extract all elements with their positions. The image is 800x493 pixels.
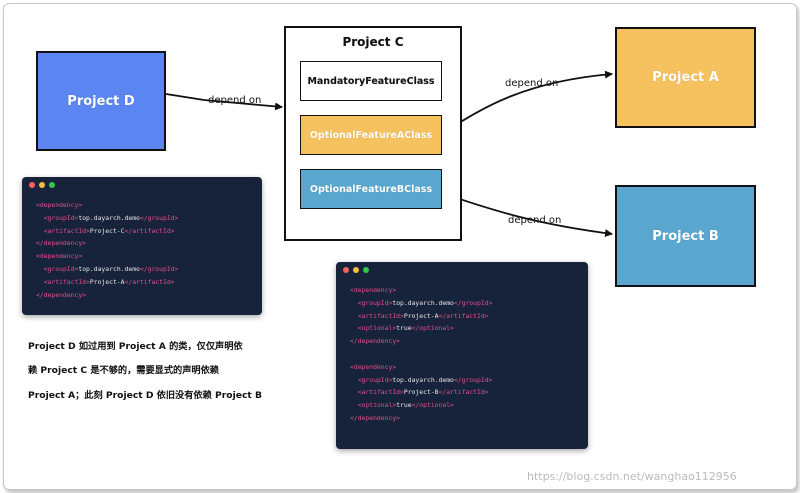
- code-indent: [350, 401, 358, 409]
- explanation-line: Project D 如过用到 Project A 的类，仅仅声明依: [28, 341, 243, 352]
- code-tag: <artifactId>: [357, 311, 404, 320]
- code-body: <dependency> <groupId>top.dayarch.demo</…: [350, 284, 492, 425]
- window-controls: [343, 267, 369, 273]
- window-controls: [29, 182, 55, 188]
- code-line: <optional>true</optional>: [350, 322, 492, 335]
- code-indent: [36, 278, 44, 286]
- code-tag: <dependency>: [36, 252, 83, 261]
- code-line: <groupId>top.dayarch.demo</groupId>: [350, 374, 493, 387]
- code-line: </dependency>: [36, 237, 178, 250]
- code-tag: </optional>: [411, 324, 454, 333]
- close-dot-icon: [29, 182, 35, 188]
- code-line: </dependency>: [350, 335, 492, 348]
- maximize-dot-icon: [49, 182, 55, 188]
- project-b-node: Project B: [615, 185, 756, 287]
- code-tag: <dependency>: [350, 362, 397, 371]
- code-indent: [36, 227, 44, 235]
- minimize-dot-icon: [39, 182, 45, 188]
- code-value: true: [396, 401, 412, 410]
- code-line: <artifactId>Project-A</artifactId>: [36, 276, 178, 289]
- code-line: </dependency>: [36, 289, 178, 302]
- code-line: <artifactId>Project-A</artifactId>: [350, 310, 492, 323]
- code-indent: [350, 299, 358, 307]
- code-tag: </dependency>: [36, 290, 87, 299]
- code-tag: </groupId>: [139, 213, 179, 222]
- code-tag: </groupId>: [453, 375, 493, 384]
- code-tag: <artifactId>: [43, 277, 90, 286]
- code-value: top.dayarch.demo: [392, 375, 454, 384]
- code-line: <dependency>: [350, 361, 492, 374]
- code-tag: <groupId>: [43, 264, 79, 273]
- code-tag: <groupId>: [357, 298, 393, 307]
- code-indent: [36, 265, 44, 273]
- code-indent: [350, 388, 358, 396]
- code-tag: </artifactId>: [438, 311, 489, 320]
- code-tag: <groupId>: [43, 213, 79, 222]
- edge-label-d-to-c: depend on: [208, 95, 262, 106]
- code-tag: </dependency>: [36, 239, 87, 248]
- minimize-dot-icon: [353, 267, 359, 273]
- code-line: <groupId>top.dayarch.demo</groupId>: [36, 263, 179, 276]
- code-tag: <artifactId>: [357, 388, 404, 397]
- code-tag: </artifactId>: [438, 388, 489, 397]
- code-indent: [350, 312, 358, 320]
- code-snippet-project-d: <dependency> <groupId>top.dayarch.demo</…: [22, 177, 262, 315]
- code-tag: </dependency>: [350, 337, 401, 346]
- code-line: [350, 348, 492, 361]
- code-line: <groupId>top.dayarch.demo</groupId>: [350, 297, 493, 310]
- code-tag: <groupId>: [357, 375, 393, 384]
- code-indent: [350, 376, 358, 384]
- explanation-line: Project A；此刻 Project D 依旧没有依赖 Project B: [28, 390, 263, 401]
- code-value: Project-A: [403, 311, 439, 320]
- project-c-node: Project C MandatoryFeatureClass Optional…: [284, 26, 462, 241]
- optional-feature-b-class: OptionalFeatureBClass: [300, 169, 442, 209]
- edge-label-c-to-b: depend on: [508, 215, 562, 226]
- code-line: </dependency>: [350, 412, 492, 425]
- code-tag: <dependency>: [350, 286, 397, 294]
- code-tag: <artifactId>: [43, 226, 90, 235]
- code-value: Project-A: [89, 277, 125, 286]
- code-tag: </artifactId>: [124, 277, 175, 286]
- code-tag: </optional>: [411, 401, 454, 410]
- code-value: top.dayarch.demo: [78, 264, 140, 273]
- code-tag: <dependency>: [36, 201, 83, 209]
- project-c-title: Project C: [342, 35, 404, 49]
- code-value: top.dayarch.demo: [78, 213, 140, 222]
- code-line: <dependency>: [36, 250, 178, 263]
- diagram-frame: [3, 3, 797, 490]
- close-dot-icon: [343, 267, 349, 273]
- code-value: top.dayarch.demo: [392, 298, 454, 307]
- code-tag: <optional>: [357, 401, 397, 410]
- code-line: <groupId>top.dayarch.demo</groupId>: [36, 212, 179, 225]
- code-indent: [350, 324, 358, 332]
- watermark: https://blog.csdn.net/wanghao112956: [527, 470, 737, 483]
- code-tag: </dependency>: [350, 413, 401, 422]
- code-tag: </groupId>: [453, 298, 493, 307]
- code-value: Project-B: [403, 388, 439, 397]
- code-line: <dependency>: [350, 284, 492, 297]
- project-d-node: Project D: [36, 51, 166, 151]
- optional-feature-a-class: OptionalFeatureAClass: [300, 115, 442, 155]
- code-tag: </artifactId>: [124, 226, 175, 235]
- edge-label-c-to-a: depend on: [505, 78, 559, 89]
- code-line: <dependency>: [36, 199, 178, 212]
- code-snippet-project-c: <dependency> <groupId>top.dayarch.demo</…: [336, 262, 588, 449]
- code-value: true: [396, 324, 412, 333]
- project-a-node: Project A: [615, 27, 756, 128]
- explanation-line: 赖 Project C 是不够的，需要显式的声明依赖: [28, 365, 219, 376]
- code-line: <artifactId>Project-B</artifactId>: [350, 386, 492, 399]
- code-indent: [36, 214, 44, 222]
- code-line: <optional>true</optional>: [350, 399, 492, 412]
- code-body: <dependency> <groupId>top.dayarch.demo</…: [36, 199, 178, 301]
- code-tag: </groupId>: [139, 264, 179, 273]
- code-value: Project-C: [89, 226, 125, 235]
- mandatory-feature-class: MandatoryFeatureClass: [300, 61, 442, 101]
- code-tag: <optional>: [357, 324, 397, 333]
- maximize-dot-icon: [363, 267, 369, 273]
- code-line: <artifactId>Project-C</artifactId>: [36, 225, 178, 238]
